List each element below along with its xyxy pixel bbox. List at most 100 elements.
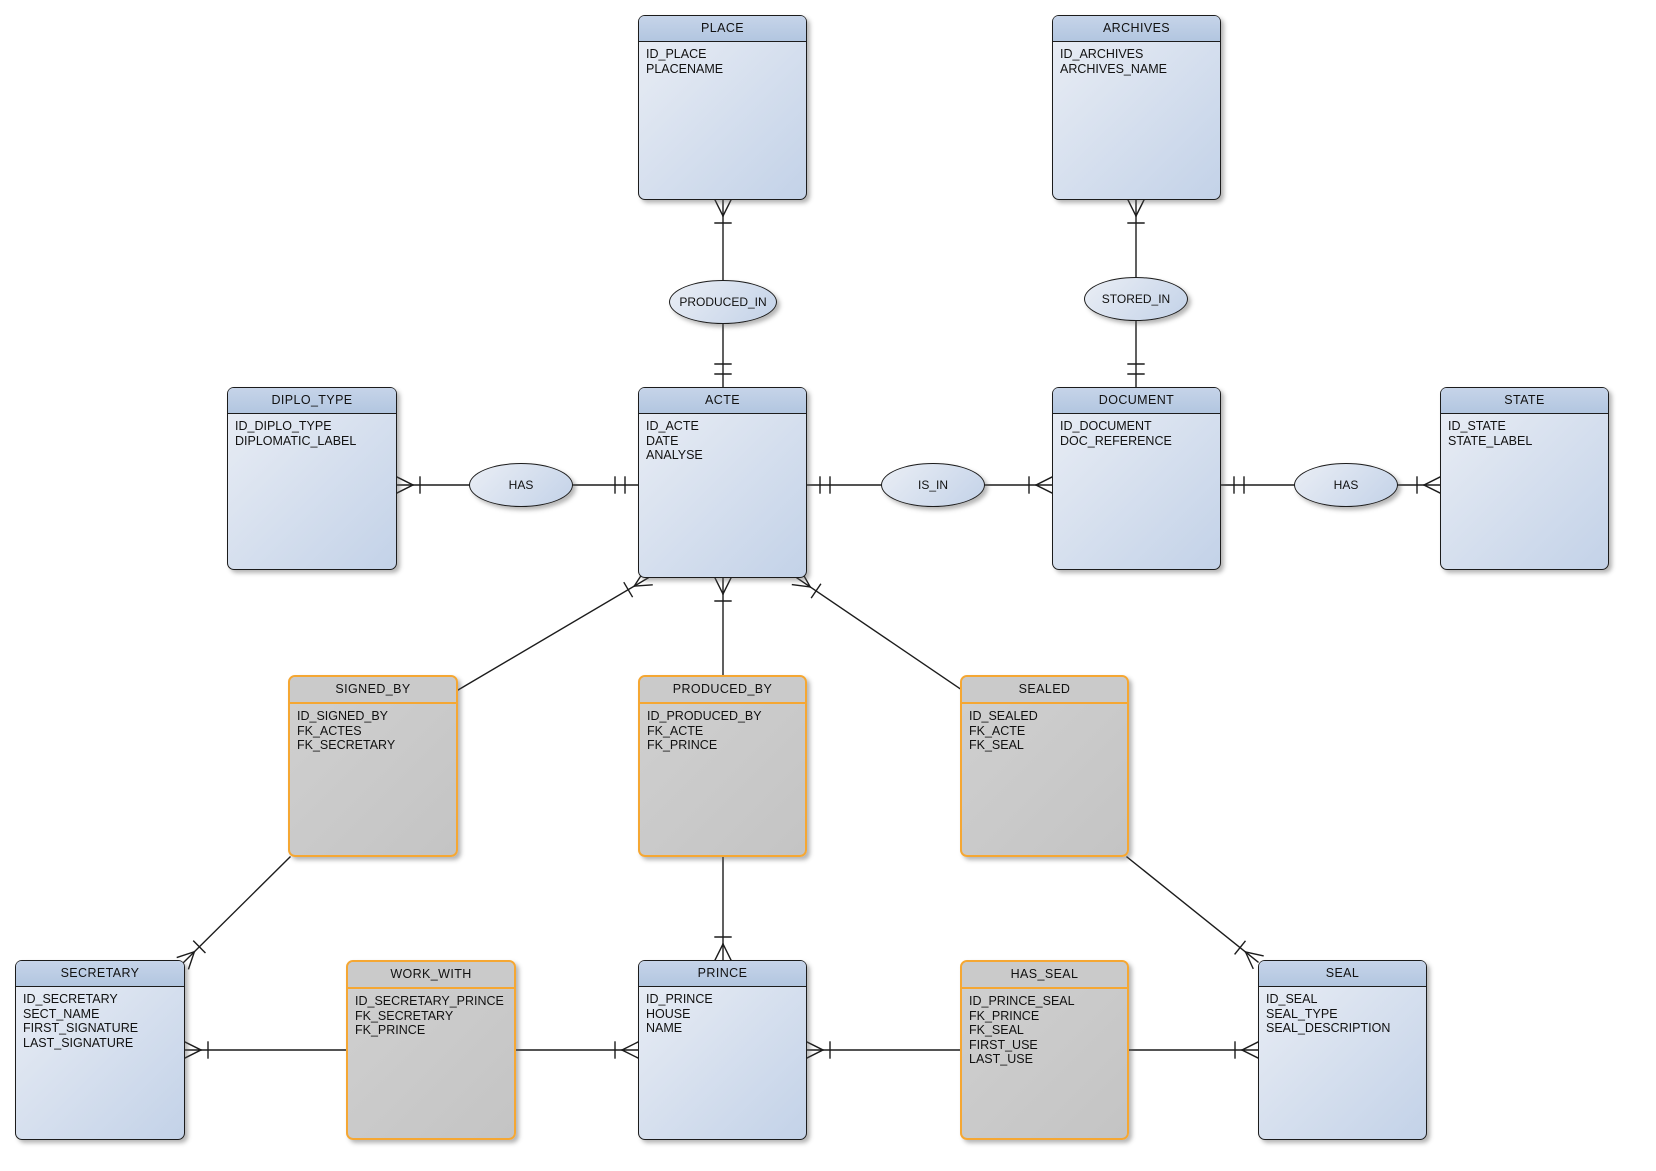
- attribute: DIPLOMATIC_LABEL: [235, 433, 357, 448]
- attribute: FK_PRINCE: [355, 1023, 426, 1037]
- attribute: ID_PLACE: [646, 47, 707, 61]
- relationship-label: PRODUCED_IN: [679, 295, 767, 309]
- attribute: SEAL_TYPE: [1266, 1006, 1338, 1021]
- attribute: STATE_LABEL: [1448, 433, 1533, 448]
- connector-acte-is-in: [806, 476, 882, 494]
- attribute: FK_PRINCE: [969, 1008, 1040, 1023]
- attribute: FIRST_SIGNATURE: [23, 1021, 139, 1035]
- attribute: DATE: [646, 433, 679, 448]
- entity-title-place: PLACE: [639, 16, 806, 42]
- connector-has-seal-seal: [1128, 1041, 1259, 1059]
- attribute: ARCHIVES_NAME: [1060, 61, 1167, 76]
- attribute: FK_SECRETARY: [355, 1008, 454, 1023]
- connector-sealed-seal: [1126, 856, 1264, 970]
- connector-work-with-secretary: [184, 1041, 347, 1059]
- relationship-label: HAS: [508, 478, 534, 492]
- entity-title-produced-by: PRODUCED_BY: [640, 677, 805, 704]
- attribute: ID_DOCUMENT: [1060, 419, 1152, 433]
- connector-has-diplo-acte: [572, 476, 639, 494]
- entity-title-archives: ARCHIVES: [1053, 16, 1220, 42]
- entity-title-document: DOCUMENT: [1053, 388, 1220, 414]
- entity-title-seal: SEAL: [1259, 961, 1426, 987]
- connector-has-state-state: [1397, 476, 1441, 494]
- attribute: FK_SEAL: [969, 1023, 1024, 1037]
- attribute: ID_STATE: [1448, 419, 1506, 433]
- attribute: SEAL_DESCRIPTION: [1266, 1021, 1391, 1035]
- attribute: ANALYSE: [646, 448, 703, 462]
- attribute: ID_ARCHIVES: [1060, 47, 1144, 61]
- entity-title-state: STATE: [1441, 388, 1608, 414]
- relationship-label: IS_IN: [917, 478, 948, 492]
- attribute: ID_SEAL: [1266, 992, 1318, 1006]
- relationship-is-in[interactable]: IS_IN: [881, 463, 985, 507]
- connector-acte-signed-by: [457, 570, 653, 691]
- connector-place-produced-in: [714, 199, 732, 281]
- relationship-has-diplo[interactable]: HAS: [469, 463, 573, 507]
- relationship-has-state[interactable]: HAS: [1294, 463, 1398, 507]
- attribute: NAME: [646, 1021, 683, 1035]
- entity-title-signed-by: SIGNED_BY: [290, 677, 456, 704]
- entity-title-diplo-type: DIPLO_TYPE: [228, 388, 396, 414]
- attribute: LAST_SIGNATURE: [23, 1035, 134, 1050]
- attribute: FK_ACTES: [297, 723, 362, 738]
- attribute: FK_PRINCE: [647, 738, 718, 752]
- entity-title-work-with: WORK_WITH: [348, 962, 514, 989]
- attribute: ID_PRINCE: [646, 992, 713, 1006]
- attribute: ID_ACTE: [646, 419, 699, 433]
- connector-is-in-document: [984, 476, 1053, 494]
- connector-work-with-prince: [515, 1041, 639, 1059]
- attribute: SECT_NAME: [23, 1006, 100, 1021]
- entity-title-prince: PRINCE: [639, 961, 806, 987]
- connector-produced-by-prince: [714, 856, 732, 961]
- attribute: FK_ACTE: [647, 723, 704, 738]
- entity-title-sealed: SEALED: [962, 677, 1127, 704]
- attribute: ID_SECRETARY: [23, 992, 118, 1006]
- attribute: ID_PRODUCED_BY: [647, 709, 762, 723]
- attribute: ID_SEALED: [969, 709, 1038, 723]
- attribute: FK_SECRETARY: [297, 738, 396, 752]
- attribute: FK_SEAL: [969, 738, 1024, 752]
- connector-diplo-type-has-diplo: [396, 476, 470, 494]
- attribute: LAST_USE: [969, 1052, 1033, 1066]
- connector-acte-sealed: [791, 570, 963, 691]
- attribute: ID_SIGNED_BY: [297, 709, 389, 723]
- entity-title-acte: ACTE: [639, 388, 806, 414]
- relationship-label: STORED_IN: [1101, 292, 1171, 306]
- connector-produced-in-acte: [714, 323, 732, 388]
- connector-has-seal-prince: [806, 1041, 961, 1059]
- attribute: PLACENAME: [646, 61, 724, 76]
- attribute: ID_SECRETARY_PRINCE: [355, 994, 504, 1008]
- relationship-stored-in[interactable]: STORED_IN: [1084, 277, 1188, 321]
- relationship-produced-in[interactable]: PRODUCED_IN: [669, 280, 777, 324]
- connector-stored-in-document: [1127, 320, 1145, 388]
